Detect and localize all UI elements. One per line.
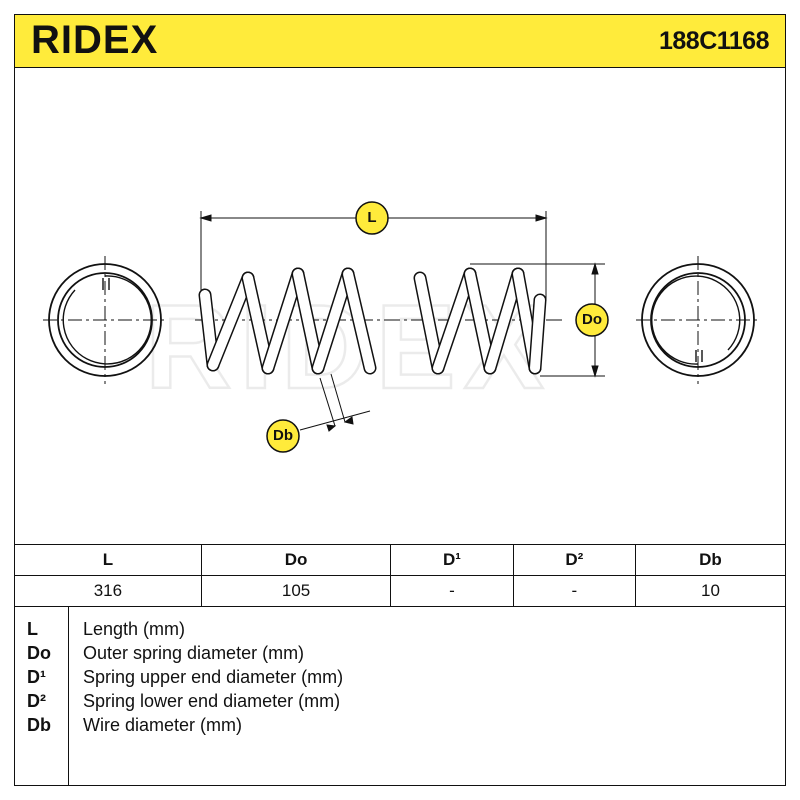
legend-code: L — [27, 619, 38, 639]
part-number: 188C1168 — [658, 27, 770, 55]
brand-logo: RIDEX — [31, 18, 159, 62]
spec-header-db: Db — [634, 544, 785, 576]
length-badge — [355, 201, 389, 235]
legend-description: Length (mm) — [83, 619, 186, 639]
legend: L Length (mm) Do Outer spring diameter (… — [15, 607, 785, 785]
legend-description: Outer spring diameter (mm) — [83, 643, 305, 663]
coil-segment-fill — [415, 273, 443, 373]
length-label: L — [367, 209, 377, 226]
coil-segment-fill — [293, 269, 323, 373]
spec-table: L Do D¹ D² Db 316 105 - - 10 — [15, 544, 785, 607]
right-end-view — [636, 256, 760, 384]
left-end-view — [43, 256, 167, 384]
spec-header-do: Do — [200, 544, 392, 576]
spec-value-db: 10 — [634, 575, 785, 607]
spec-value-d2: - — [512, 575, 636, 607]
legend-description: Wire diameter (mm) — [83, 715, 243, 735]
legend-code: Db — [27, 715, 51, 735]
spec-header-d2: D² — [512, 544, 636, 576]
legend-code: D² — [27, 691, 46, 711]
spec-value-do: 105 — [200, 575, 392, 607]
wire-diameter-badge — [266, 419, 300, 453]
legend-description: Spring upper end diameter (mm) — [83, 667, 344, 687]
outer-diameter-badge — [575, 303, 609, 337]
coil-segment-fill — [343, 269, 375, 373]
spec-header-l: L — [15, 544, 202, 576]
spec-header-row: L Do D¹ D² Db — [15, 544, 785, 576]
spring-coils — [198, 267, 547, 375]
wire-diameter-dimension — [299, 373, 371, 432]
spec-header-d1: D¹ — [390, 544, 514, 576]
coil-segment-fill — [313, 269, 353, 373]
spring-drawing: RIDEX — [15, 68, 785, 544]
coil-segment-fill — [465, 269, 495, 373]
outer-diameter-label: Do — [582, 311, 602, 328]
spec-value-row: 316 105 - - 10 — [15, 575, 785, 607]
coil-segment-fill — [263, 269, 303, 373]
coil-segment-fill — [433, 269, 475, 373]
header-bar: RIDEX 188C1168 — [15, 15, 785, 68]
page-frame: RIDEX 188C1168 RIDEX — [14, 14, 786, 786]
coil-segment-fill — [485, 269, 523, 373]
legend-divider — [68, 607, 69, 785]
legend-description: Spring lower end diameter (mm) — [83, 691, 341, 711]
coil-segment-fill — [530, 295, 545, 373]
spring-diagram-svg: RIDEX — [43, 201, 760, 453]
coil-segment-fill — [243, 273, 273, 373]
outer-diameter-dimension — [470, 262, 605, 378]
wire-diameter-label: Db — [273, 427, 293, 444]
legend-code: D¹ — [27, 667, 46, 687]
legend-code: Do — [27, 643, 51, 663]
spec-value-d1: - — [390, 575, 514, 607]
spec-value-l: 316 — [15, 575, 202, 607]
coil-segment-fill — [208, 273, 253, 370]
